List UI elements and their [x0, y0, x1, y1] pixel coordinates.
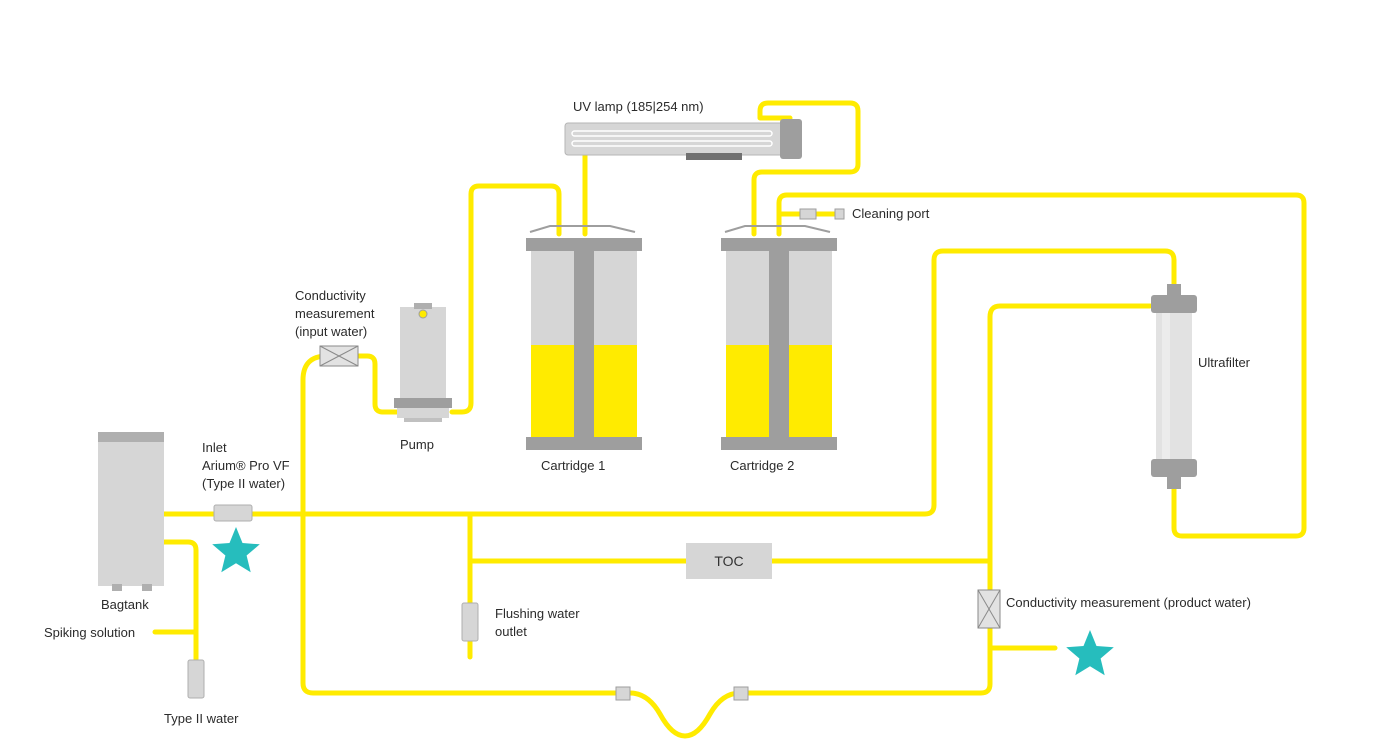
conductivity-input-sensor: [319, 345, 359, 367]
pipe-cartridge2-ultrafilter: [776, 192, 1307, 539]
conductivity-input-line3: (input water): [295, 324, 368, 339]
inlet-line2: Arium® Pro VF: [202, 458, 290, 473]
conductivity-input-line2: measurement: [295, 306, 375, 321]
type2-water-vessel: [187, 659, 205, 699]
pipe-return-loop: [300, 353, 401, 415]
inlet-sensor: [213, 504, 253, 522]
toc-analyzer: [686, 543, 772, 579]
uv-lamp-label: UV lamp (185|254 nm): [573, 99, 704, 114]
cleaning-port-label: Cleaning port: [852, 206, 930, 221]
pump: [394, 303, 452, 422]
conductivity-input-label: Conductivity measurement (input water): [295, 287, 374, 341]
bagtank-label: Bagtank: [101, 597, 149, 612]
pipe-return-right: [745, 303, 1153, 696]
toc-label: TOC: [714, 553, 744, 569]
pipe-dip: [627, 690, 743, 739]
cartridge-2: [721, 225, 837, 450]
uv-lamp: [564, 119, 802, 160]
pipe-return-lower: [300, 377, 625, 696]
conductivity-product-label: Conductivity measurement (product water): [1006, 595, 1251, 610]
conductivity-input-line1: Conductivity: [295, 288, 366, 303]
star-icon: [212, 527, 260, 573]
pipe-uv-cartridge2: [751, 100, 861, 237]
flushing-outlet-valve: [461, 602, 479, 642]
star-icon: [1066, 630, 1114, 676]
cartridge-1-label: Cartridge 1: [541, 458, 606, 473]
cleaning-port-cap: [834, 208, 845, 220]
type2-water-label: Type II water: [164, 711, 239, 726]
cleaning-port-connector: [799, 208, 817, 220]
bagtank: [98, 432, 164, 591]
cartridge-1: [526, 225, 642, 450]
flushing-outlet-label: Flushing water outlet: [495, 605, 580, 641]
conductivity-product-sensor: [977, 589, 1001, 629]
inlet-line3: (Type II water): [202, 476, 286, 491]
return-connector-left: [615, 686, 631, 701]
pipe-bagtank-lower: [159, 539, 199, 663]
cartridge-2-label: Cartridge 2: [730, 458, 795, 473]
spiking-solution-label: Spiking solution: [44, 625, 136, 640]
pipe-main-line: [159, 248, 1177, 517]
flushing-outlet-line2: outlet: [495, 624, 527, 639]
pipe-pump-cartridge1: [449, 183, 562, 415]
pump-label: Pump: [400, 437, 434, 452]
inlet-line1: Inlet: [202, 440, 227, 455]
return-connector-right: [733, 686, 749, 701]
ultrafilter: [1151, 284, 1197, 489]
ultrafilter-label: Ultrafilter: [1198, 355, 1251, 370]
flushing-outlet-line1: Flushing water: [495, 606, 580, 621]
inlet-label: Inlet Arium® Pro VF (Type II water): [202, 439, 290, 493]
